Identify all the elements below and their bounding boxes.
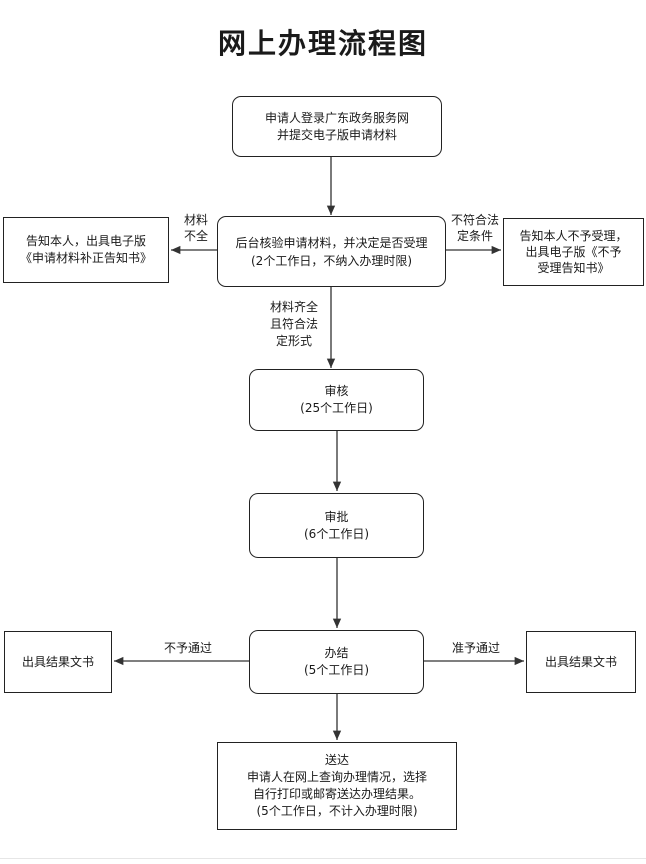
- node-approve: 审批 (6个工作日): [249, 493, 424, 558]
- node-login-line-1: 申请人登录广东政务服务网: [264, 110, 409, 125]
- node-reject-notice: 告知本人不予受理， 出具电子版《不予 受理告知书》: [503, 218, 644, 286]
- node-conclude: 办结 (5个工作日): [249, 630, 424, 694]
- node-reject-notice-line-3: 受理告知书》: [537, 261, 610, 275]
- node-reject-notice-line-2: 出具电子版《不予: [525, 245, 622, 259]
- edge-label-complete-line-2: 且符合法: [269, 317, 318, 331]
- node-approve-line-2: (6个工作日): [304, 526, 369, 541]
- node-delivery-line-2: 申请人在网上查询办理情况，选择: [246, 770, 427, 784]
- edge-label-incomplete-line-2: 不全: [183, 229, 208, 243]
- node-incomplete-notice: 告知本人，出具电子版 《申请材料补正告知书》: [3, 217, 169, 283]
- edge-label-incomplete: 材料 不全: [176, 212, 216, 244]
- edge-label-not-legal: 不符合法 定条件: [446, 212, 504, 244]
- edge-label-not-passed: 不予通过: [163, 641, 212, 655]
- node-result-right-label: 出具结果文书: [544, 654, 617, 669]
- node-reject-notice-line-1: 告知本人不予受理，: [519, 229, 628, 243]
- node-incomplete-notice-line-2: 《申请材料补正告知书》: [19, 251, 152, 265]
- edge-label-not-legal-line-2: 定条件: [456, 229, 493, 243]
- node-conclude-line-1: 办结: [324, 646, 349, 660]
- node-audit-line-1: 审核: [324, 384, 349, 398]
- node-delivery-line-4: (5个工作日，不计入办理时限): [256, 804, 418, 818]
- page-bottom-rule: [0, 858, 646, 859]
- edge-label-not-legal-line-1: 不符合法: [450, 213, 499, 227]
- node-audit: 审核 (25个工作日): [249, 369, 424, 431]
- edge-label-complete-line-1: 材料齐全: [269, 300, 318, 314]
- node-approve-line-1: 审批: [324, 509, 349, 524]
- edge-label-complete: 材料齐全 且符合法 定形式: [262, 299, 326, 350]
- node-review: 后台核验申请材料，并决定是否受理 (2个工作日，不纳入办理时限): [217, 216, 446, 287]
- node-audit-line-2: (25个工作日): [300, 401, 373, 415]
- node-login: 申请人登录广东政务服务网 并提交电子版申请材料: [232, 96, 442, 157]
- page-title: 网上办理流程图: [217, 27, 428, 60]
- edge-label-complete-line-3: 定形式: [275, 334, 312, 348]
- node-delivery-line-1: 送达: [324, 753, 349, 767]
- node-login-line-2: 并提交电子版申请材料: [276, 127, 397, 142]
- node-review-line-2: (2个工作日，不纳入办理时限): [251, 253, 412, 268]
- node-delivery-line-3: 自行打印或邮寄送达办理结果。: [252, 787, 421, 801]
- node-result-right: 出具结果文书: [526, 631, 636, 693]
- edge-label-incomplete-line-1: 材料: [183, 213, 208, 227]
- node-incomplete-notice-line-1: 告知本人，出具电子版: [25, 234, 146, 248]
- node-result-left: 出具结果文书: [4, 631, 112, 693]
- node-conclude-line-2: (5个工作日): [304, 663, 369, 677]
- node-review-line-1: 后台核验申请材料，并决定是否受理: [235, 235, 428, 250]
- edge-label-passed: 准予通过: [451, 641, 500, 655]
- node-delivery: 送达 申请人在网上查询办理情况，选择 自行打印或邮寄送达办理结果。 (5个工作日…: [217, 742, 457, 830]
- node-result-left-label: 出具结果文书: [21, 654, 94, 669]
